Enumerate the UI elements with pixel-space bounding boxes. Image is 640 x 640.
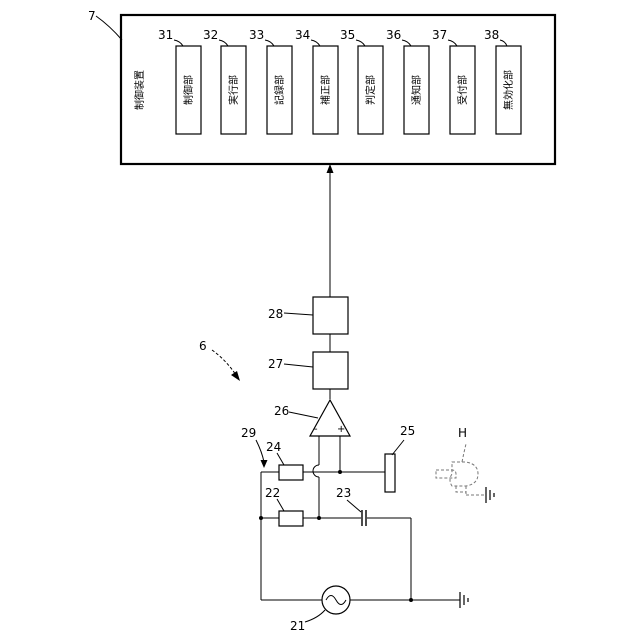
element-24-ref: 24 <box>266 440 281 454</box>
unit-31-leader <box>174 40 183 46</box>
hand-h-icon <box>436 444 486 495</box>
block-27 <box>313 352 348 389</box>
controller-title-group: 制御装置 <box>133 70 146 110</box>
circuit-ref: 6 <box>199 339 207 353</box>
unit-34-label: 補正部 <box>319 75 332 105</box>
unit-31-label: 制御部 <box>182 75 195 105</box>
node-bottom <box>409 598 413 602</box>
unit-35-label: 判定部 <box>364 75 377 105</box>
block-27-ref: 27 <box>268 357 283 371</box>
unit-35-ref: 35 <box>340 28 355 42</box>
source-leader <box>305 610 325 622</box>
unit-37-label: 受付部 <box>456 75 469 105</box>
group-leader <box>256 440 264 462</box>
unit-37-leader <box>448 40 457 46</box>
source-ref: 21 <box>290 619 305 633</box>
capacitor-ref: 23 <box>336 486 351 500</box>
unit-38-leader <box>500 40 507 46</box>
block-28-leader <box>284 313 313 315</box>
unit-36-label: 通知部 <box>410 75 423 105</box>
unit-31-ref: 31 <box>158 28 173 42</box>
group-leader-arrow <box>261 460 268 468</box>
unit-32-leader <box>219 40 228 46</box>
element-22-leader <box>277 499 284 511</box>
circuit-leader-arrow <box>231 371 240 381</box>
electrode-leader <box>392 440 404 455</box>
electrode-25 <box>385 454 395 492</box>
element-24 <box>279 465 303 480</box>
element-22 <box>279 511 303 526</box>
capacitor-leader <box>347 500 361 512</box>
controller-leader <box>96 16 122 40</box>
unit-38-label: 無効化部 <box>502 70 515 110</box>
hand-ref: H <box>458 426 467 440</box>
unit-34-leader <box>311 40 320 46</box>
circuit-leader <box>212 350 236 375</box>
unit-33-label: 記録部 <box>273 75 286 105</box>
controller-title: 制御装置 <box>133 70 146 110</box>
block-28 <box>313 297 348 334</box>
block-27-leader <box>284 364 313 367</box>
amplifier-minus: - <box>314 424 318 435</box>
node-22-amp <box>317 516 321 520</box>
unit-36-leader <box>402 40 411 46</box>
controller-ref: 7 <box>88 9 96 23</box>
unit-32-ref: 32 <box>203 28 218 42</box>
unit-37-ref: 37 <box>432 28 447 42</box>
element-24-leader <box>277 453 284 465</box>
unit-34-ref: 34 <box>295 28 310 42</box>
amplifier-leader <box>289 412 318 418</box>
element-22-ref: 22 <box>265 486 280 500</box>
ac-source-wave <box>326 596 346 605</box>
electrode-ref: 25 <box>400 424 415 438</box>
block-28-ref: 28 <box>268 307 283 321</box>
unit-33-leader <box>265 40 274 46</box>
wire-crossover <box>313 465 319 477</box>
unit-36-ref: 36 <box>386 28 401 42</box>
unit-32-label: 実行部 <box>227 75 240 105</box>
amplifier-plus: + <box>337 424 345 435</box>
unit-38-ref: 38 <box>484 28 499 42</box>
unit-33-ref: 33 <box>249 28 264 42</box>
node-24-amp <box>338 470 342 474</box>
signal-arrowhead <box>327 164 334 173</box>
amplifier-ref: 26 <box>274 404 289 418</box>
unit-35-leader <box>356 40 365 46</box>
ground-hand-icon <box>486 487 494 503</box>
ground-main-icon <box>460 592 468 608</box>
group-ref: 29 <box>241 426 256 440</box>
